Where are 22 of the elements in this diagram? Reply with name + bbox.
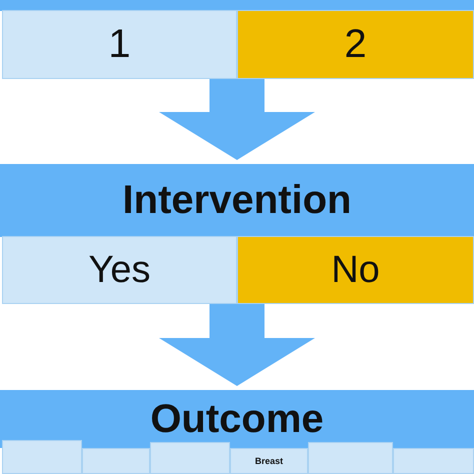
block-arrow (159, 79, 315, 160)
section-title: Outcome (150, 396, 324, 442)
block-arrow (159, 304, 315, 386)
group-number: 1 (108, 22, 131, 67)
outcome-cell (2, 440, 82, 474)
outcome-cell (82, 448, 150, 474)
answer-cell (2, 236, 237, 304)
answer-text: No (331, 248, 380, 292)
outcome-cell (393, 448, 474, 474)
cell-text: Breast (254, 456, 283, 466)
group-cell (237, 10, 474, 79)
header-band (0, 0, 474, 11)
answer-text: Yes (88, 248, 150, 292)
section-band (0, 390, 474, 448)
group-number: 2 (344, 22, 367, 67)
outcome-cell (150, 442, 230, 474)
answer-cell (237, 236, 474, 304)
outcome-cell (308, 442, 393, 474)
group-cell (2, 10, 237, 79)
outcome-cell (230, 448, 308, 474)
section-band (0, 164, 474, 237)
section-title: Intervention (122, 178, 352, 223)
